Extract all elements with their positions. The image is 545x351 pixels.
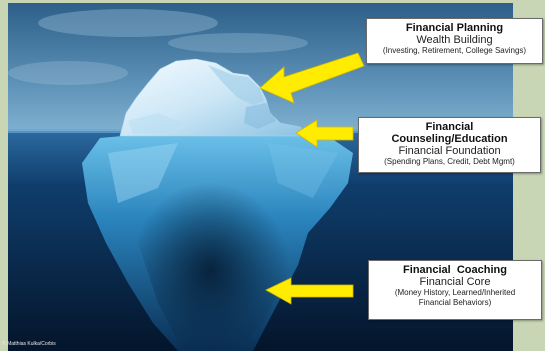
callout-detail-line2: Financial Behaviors) — [418, 298, 492, 307]
underwater-shadow — [138, 173, 298, 351]
iceberg-tip-shade — [208, 65, 264, 105]
arrow-financial-foundation — [295, 119, 354, 148]
callout-heading: Financial Coaching — [403, 264, 507, 276]
callout-subheading: Wealth Building — [416, 34, 493, 46]
cloud — [38, 9, 218, 37]
iceberg-tip-shade — [128, 113, 183, 134]
photo-credit: © Matthias Kulka/Corbis — [2, 341, 56, 347]
arrow-financial-core — [265, 277, 354, 305]
ice-facet — [108, 143, 178, 203]
cloud — [8, 61, 128, 85]
callout-heading-line2: Counseling/Education — [391, 133, 508, 145]
arrow-wealth-building — [259, 52, 365, 104]
callout-detail: (Investing, Retirement, College Savings) — [382, 46, 527, 55]
ice-facet — [268, 143, 338, 198]
iceberg-tip-shade — [244, 103, 276, 129]
callout-heading: Financial Planning — [405, 22, 504, 34]
callout-financial-planning: Financial Planning Wealth Building (Inve… — [366, 18, 543, 64]
callout-subheading: Financial Core — [419, 276, 491, 288]
callout-financial-counseling: Financial Counseling/Education Financial… — [358, 117, 541, 173]
cloud — [168, 33, 308, 53]
callout-detail: (Spending Plans, Credit, Debt Mgmt) — [384, 157, 515, 166]
callout-subheading: Financial Foundation — [398, 145, 501, 157]
callout-financial-coaching: Financial Coaching Financial Core (Money… — [368, 260, 542, 320]
callout-heading-line1: Financial — [425, 121, 474, 133]
callout-detail-line1: (Money History, Learned/Inherited — [394, 288, 516, 297]
